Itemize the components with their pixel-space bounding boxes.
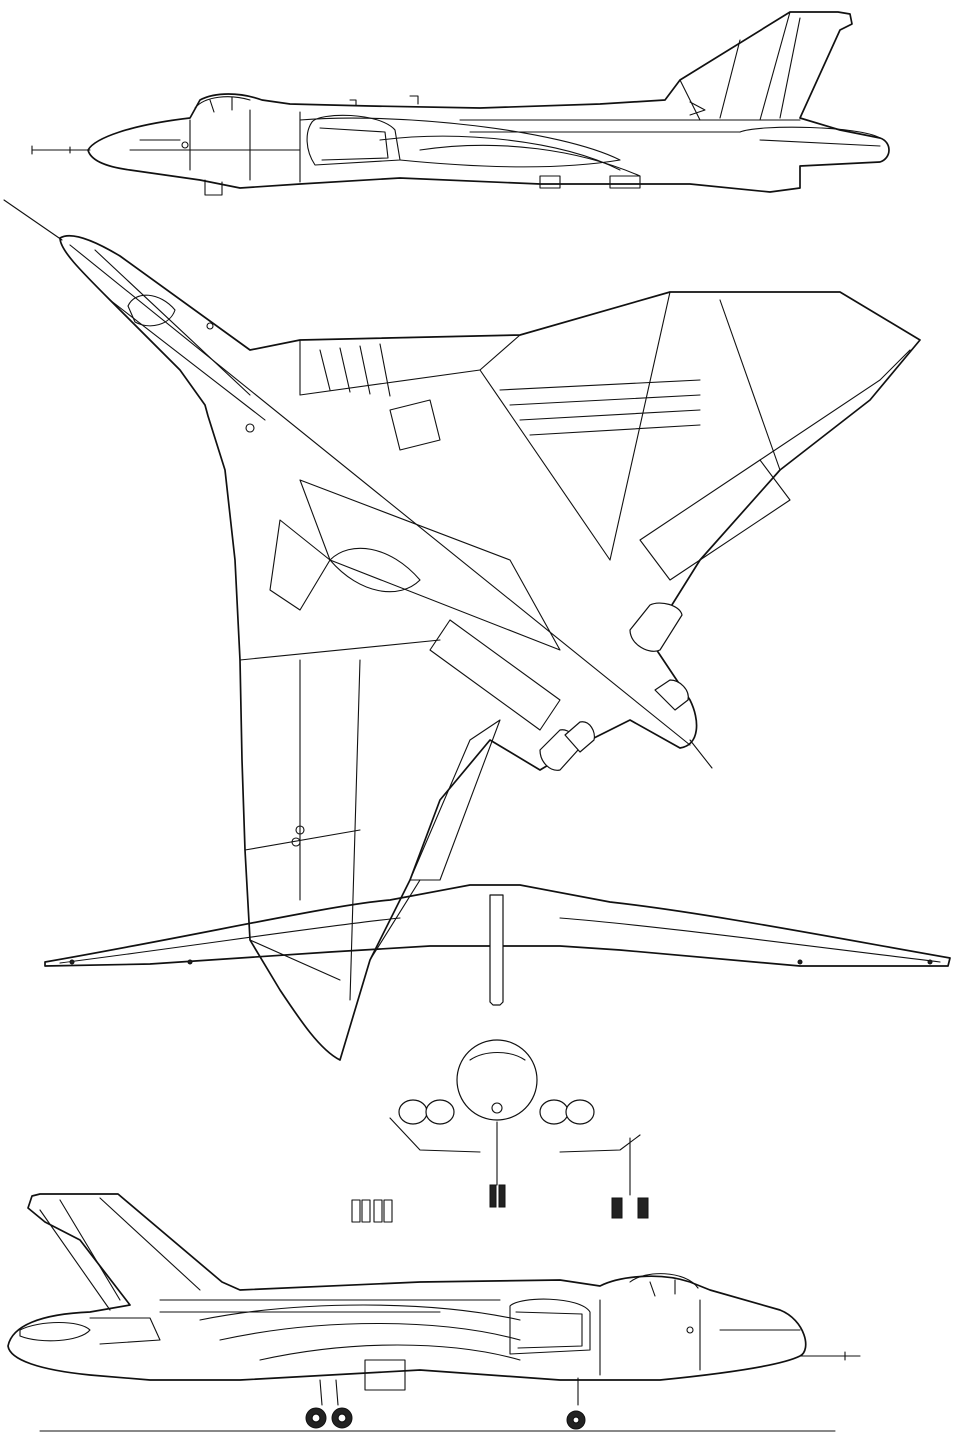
- bottom-canopy-frame: [649, 1279, 676, 1297]
- elevon-right-inner: [639, 459, 791, 581]
- nose-gear-door: [204, 179, 223, 196]
- front-fin: [489, 894, 504, 1006]
- wing-root-access: [269, 519, 331, 611]
- wingtip-mark-left: [69, 959, 75, 965]
- plan-outline: [59, 234, 921, 1061]
- tail-cone: [739, 126, 881, 147]
- fin-root-fairing: [689, 101, 706, 116]
- main-wheel-2: [637, 1197, 649, 1219]
- intake-3: [539, 1099, 569, 1125]
- bomb-bay: [429, 619, 561, 731]
- wingtip-mark-right: [927, 959, 933, 965]
- nose-panels: [94, 249, 266, 421]
- elevon-left-outer: [369, 879, 421, 961]
- front-fuselage: [456, 1039, 538, 1121]
- front-view: [44, 884, 951, 1223]
- intake-lip: [319, 127, 389, 161]
- bottom-fuselage-outline: [7, 1193, 807, 1381]
- front-wing-chord: [59, 917, 941, 964]
- wing-mark-right: [797, 959, 803, 965]
- wing-root-panel-right: [299, 334, 521, 396]
- exhaust-2: [654, 679, 689, 711]
- bottom-fin-detail: [39, 1197, 201, 1311]
- plan-rivet-4: [291, 837, 301, 847]
- elevon-left-inner: [409, 719, 501, 881]
- bottom-canopy: [629, 1273, 699, 1289]
- plan-canopy: [127, 294, 176, 327]
- intake-2: [425, 1099, 455, 1125]
- bay-doors: [539, 175, 641, 189]
- intake-plan: [329, 547, 421, 593]
- bottom-engine-intake: [509, 1298, 591, 1355]
- wing-ribs-right: [479, 291, 781, 561]
- main-hub-a: [311, 1413, 321, 1423]
- gear-outline-3: [373, 1199, 383, 1223]
- front-wing-outline: [44, 884, 951, 967]
- exhausts: [539, 602, 689, 771]
- wing-spars-left: [299, 659, 361, 1001]
- exhaust-4: [564, 721, 595, 753]
- wing-mark-left: [187, 959, 193, 965]
- front-nose-tip: [491, 1102, 503, 1114]
- front-belly-detail: [389, 1117, 641, 1153]
- plan-rivet-3: [295, 825, 305, 835]
- bottom-tail-cone: [19, 1322, 91, 1342]
- front-intakes: [398, 1099, 595, 1125]
- bottom-pitot: [799, 1351, 861, 1361]
- elevon-right-outer: [759, 349, 911, 461]
- side-view-top: [31, 11, 890, 196]
- fuselage-centerline: [69, 244, 691, 746]
- gear-outline-4: [383, 1199, 393, 1223]
- wing-root-curve-1: [299, 117, 621, 168]
- engine-bay-panel: [299, 479, 561, 651]
- access-panel: [389, 399, 441, 451]
- bottom-panel-lines: [599, 1299, 801, 1376]
- plan-rivet-1: [206, 322, 214, 330]
- antennas: [349, 95, 419, 107]
- engine-intake: [306, 114, 401, 166]
- fuselage-outline: [87, 11, 890, 193]
- plan-rivet-2: [245, 423, 255, 433]
- bottom-intake-lip: [515, 1311, 583, 1349]
- nose-wheel-right: [498, 1184, 506, 1208]
- canopy: [194, 96, 251, 109]
- panel-lines: [129, 109, 301, 183]
- main-hub-b: [337, 1413, 347, 1423]
- plan-tail-line: [689, 739, 713, 769]
- leading-edge-ribs-right: [319, 343, 391, 397]
- canopy-frame: [209, 96, 233, 113]
- exhaust-1: [629, 602, 683, 652]
- bottom-wing-root-curves: [199, 1304, 521, 1361]
- bottom-stringers: [159, 1299, 501, 1313]
- plan-pitot: [3, 199, 63, 241]
- nose-wheel-left: [489, 1184, 497, 1208]
- wing-ribs-left: [239, 639, 441, 981]
- fuselage-stringers: [459, 119, 801, 133]
- pitot-probe: [31, 145, 91, 155]
- fin-detail: [679, 11, 801, 121]
- side-view-bottom: [7, 1193, 861, 1432]
- intake-4: [565, 1099, 595, 1125]
- intake-1: [398, 1099, 428, 1125]
- wing-root-curve-2: [379, 135, 621, 171]
- bottom-landing-gear: [305, 1377, 586, 1430]
- nose-hub-bottom: [572, 1416, 580, 1424]
- main-gear-struts: [319, 1379, 339, 1406]
- front-canopy: [469, 1051, 526, 1061]
- wing-stringers-right: [499, 379, 701, 436]
- main-wheel-1: [611, 1197, 623, 1219]
- panel-rivet: [181, 141, 189, 149]
- bottom-rivet: [686, 1326, 694, 1334]
- bottom-bay-door: [364, 1359, 406, 1391]
- wing-root-curve-3: [419, 144, 641, 177]
- plan-view: [3, 199, 921, 1061]
- gear-outline-1: [351, 1199, 361, 1223]
- gear-outline-2: [361, 1199, 371, 1223]
- bottom-tail-fairing: [89, 1317, 161, 1345]
- front-landing-gear: [351, 1121, 649, 1223]
